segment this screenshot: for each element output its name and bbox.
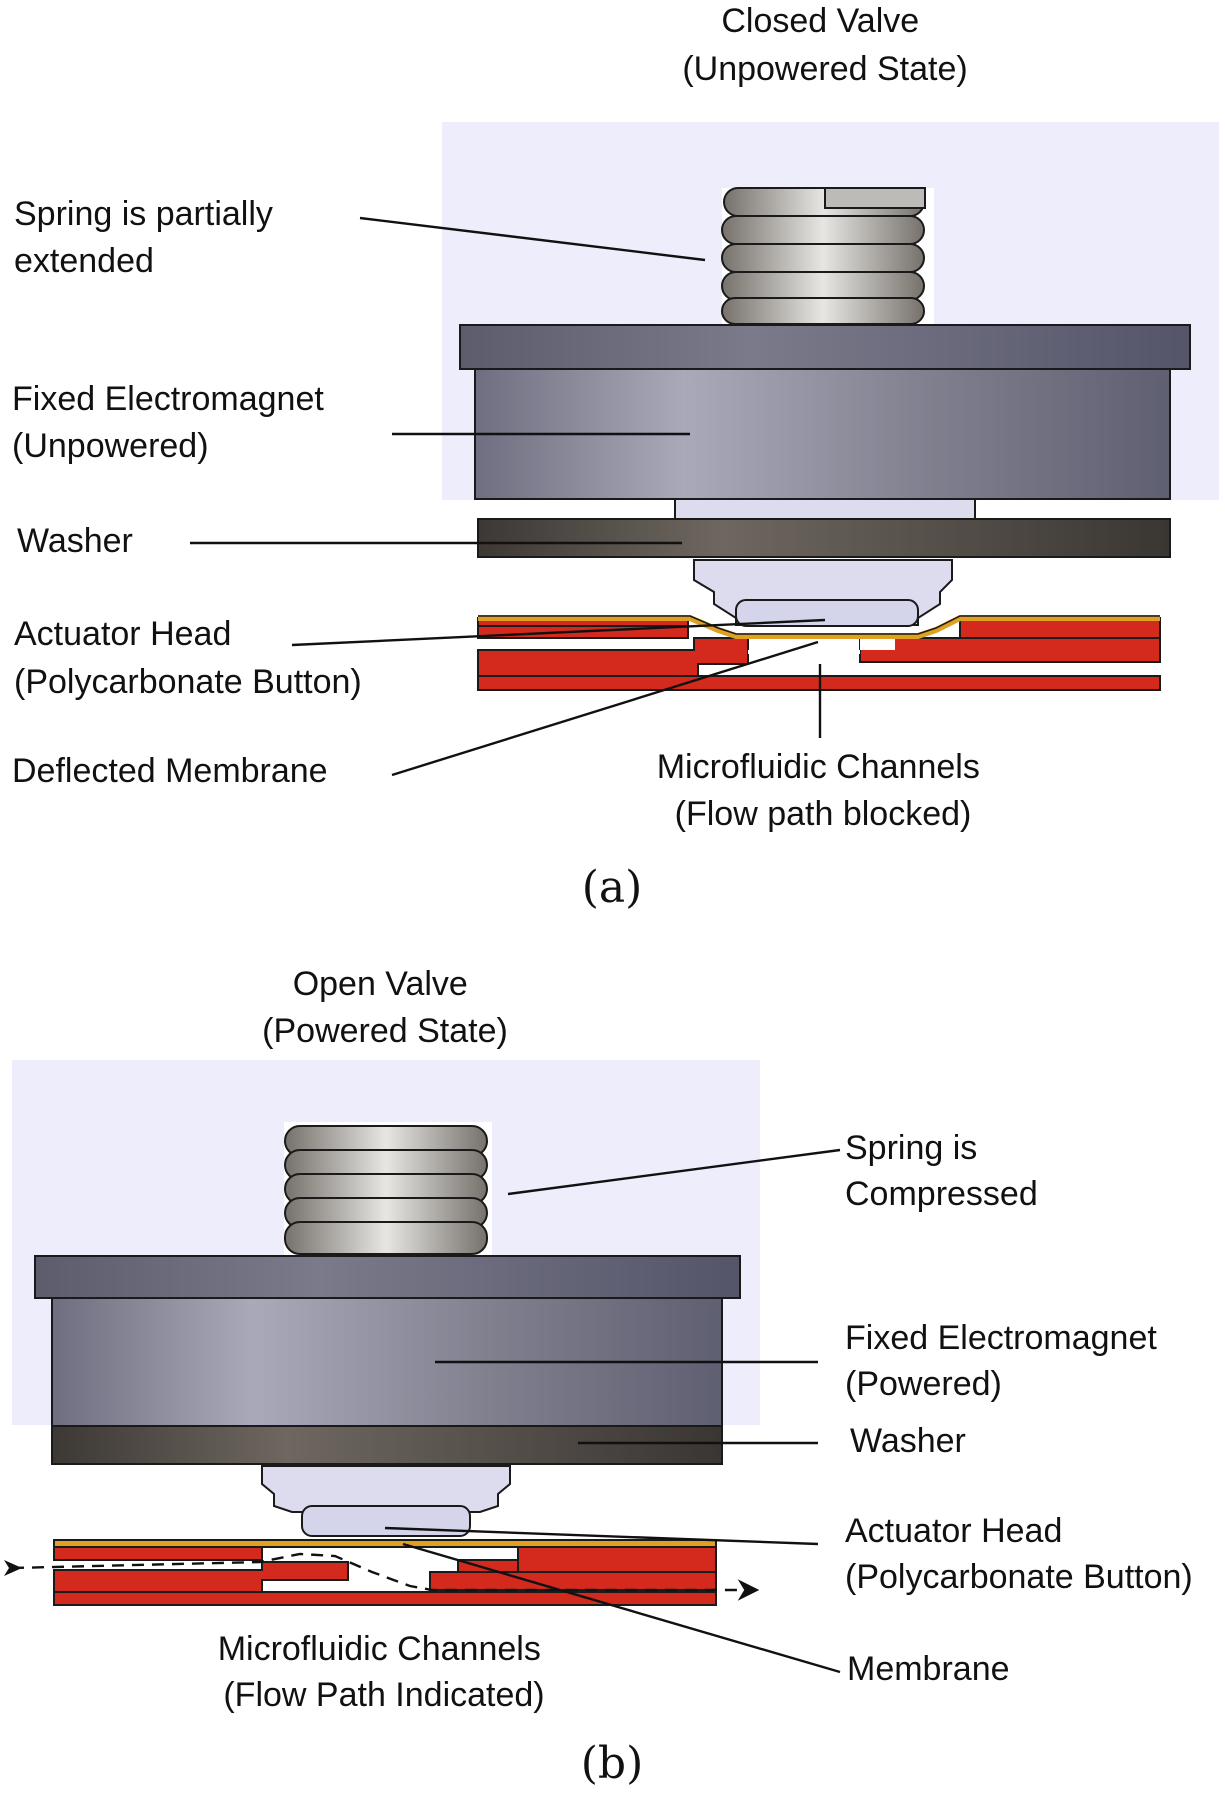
channels-label-line2: (Flow path blocked) — [675, 795, 972, 833]
panel-b-title: Open Valve (Powered State) — [262, 965, 508, 1050]
spring-label-b-line1: Spring is — [845, 1129, 977, 1167]
magnet-label-line2: (Unpowered) — [12, 427, 209, 465]
actuator-head-b — [261, 1465, 511, 1537]
spring-label-b: Spring is Compressed — [845, 1129, 1038, 1213]
electromagnet — [459, 324, 1191, 520]
magnet-label-line1: Fixed Electromagnet — [12, 380, 324, 418]
membrane-leader-line — [391, 640, 819, 777]
channels-label: Microfluidic Channels (Flow path blocked… — [657, 748, 990, 833]
deflected-membrane — [478, 615, 1160, 639]
membrane-label-b: Membrane — [847, 1650, 1010, 1688]
panel-a-title-line1: Closed Valve — [721, 2, 919, 40]
spring-label: Spring is partially extended — [14, 195, 282, 280]
caption-b: (b) — [581, 1738, 644, 1789]
electromagnet-b — [34, 1255, 741, 1427]
actuator-head — [693, 559, 953, 627]
panel-a: Closed Valve (Unpowered State) — [12, 2, 1219, 913]
magnet-label-b: Fixed Electromagnet (Powered) — [845, 1319, 1166, 1403]
spring — [721, 187, 934, 325]
channels-label-line1: Microfluidic Channels — [657, 748, 980, 786]
spring-label-b-line2: Compressed — [845, 1175, 1038, 1213]
panel-b: Open Valve (Powered State) — [4, 965, 1193, 1789]
panel-b-title-line1: Open Valve — [293, 965, 468, 1003]
washer-label-b: Washer — [850, 1422, 966, 1460]
channels-label-b-line2: (Flow Path Indicated) — [223, 1676, 544, 1714]
head-label-line1: Actuator Head — [14, 615, 231, 653]
panel-a-title-line2: (Unpowered State) — [682, 50, 967, 88]
head-label: Actuator Head (Polycarbonate Button) — [14, 615, 362, 701]
head-leader-line-b — [384, 1526, 819, 1546]
washer — [477, 518, 1171, 558]
microfluidic-chip — [477, 615, 1161, 691]
channels-label-b: Microfluidic Channels (Flow Path Indicat… — [218, 1630, 551, 1714]
head-label-b: Actuator Head (Polycarbonate Button) — [845, 1512, 1193, 1596]
magnet-label-b-line2: (Powered) — [845, 1365, 1002, 1403]
membrane-leader-line-b — [402, 1542, 841, 1674]
head-label-b-line2: (Polycarbonate Button) — [845, 1558, 1193, 1596]
microfluidic-chip-b — [4, 1539, 760, 1606]
washer-b — [51, 1425, 723, 1465]
spring-compressed — [284, 1122, 492, 1256]
flow-path-arrow — [11, 1552, 760, 1601]
spring-leader-line-b — [507, 1148, 841, 1196]
head-label-line2: (Polycarbonate Button) — [14, 663, 362, 701]
spring-label-line2: extended — [14, 242, 154, 280]
magnet-label-b-line1: Fixed Electromagnet — [845, 1319, 1157, 1357]
spring-label-line1: Spring is partially — [14, 195, 273, 233]
head-label-b-line1: Actuator Head — [845, 1512, 1062, 1550]
magnet-label: Fixed Electromagnet (Unpowered) — [12, 380, 333, 465]
head-leader-line — [291, 618, 826, 647]
caption-a: (a) — [582, 862, 643, 913]
membrane-label: Deflected Membrane — [12, 752, 328, 790]
washer-label: Washer — [17, 522, 133, 560]
panel-b-title-line2: (Powered State) — [262, 1012, 508, 1050]
panel-a-title: Closed Valve (Unpowered State) — [682, 2, 967, 88]
spring-leader-line — [359, 216, 706, 262]
channels-label-b-line1: Microfluidic Channels — [218, 1630, 541, 1668]
